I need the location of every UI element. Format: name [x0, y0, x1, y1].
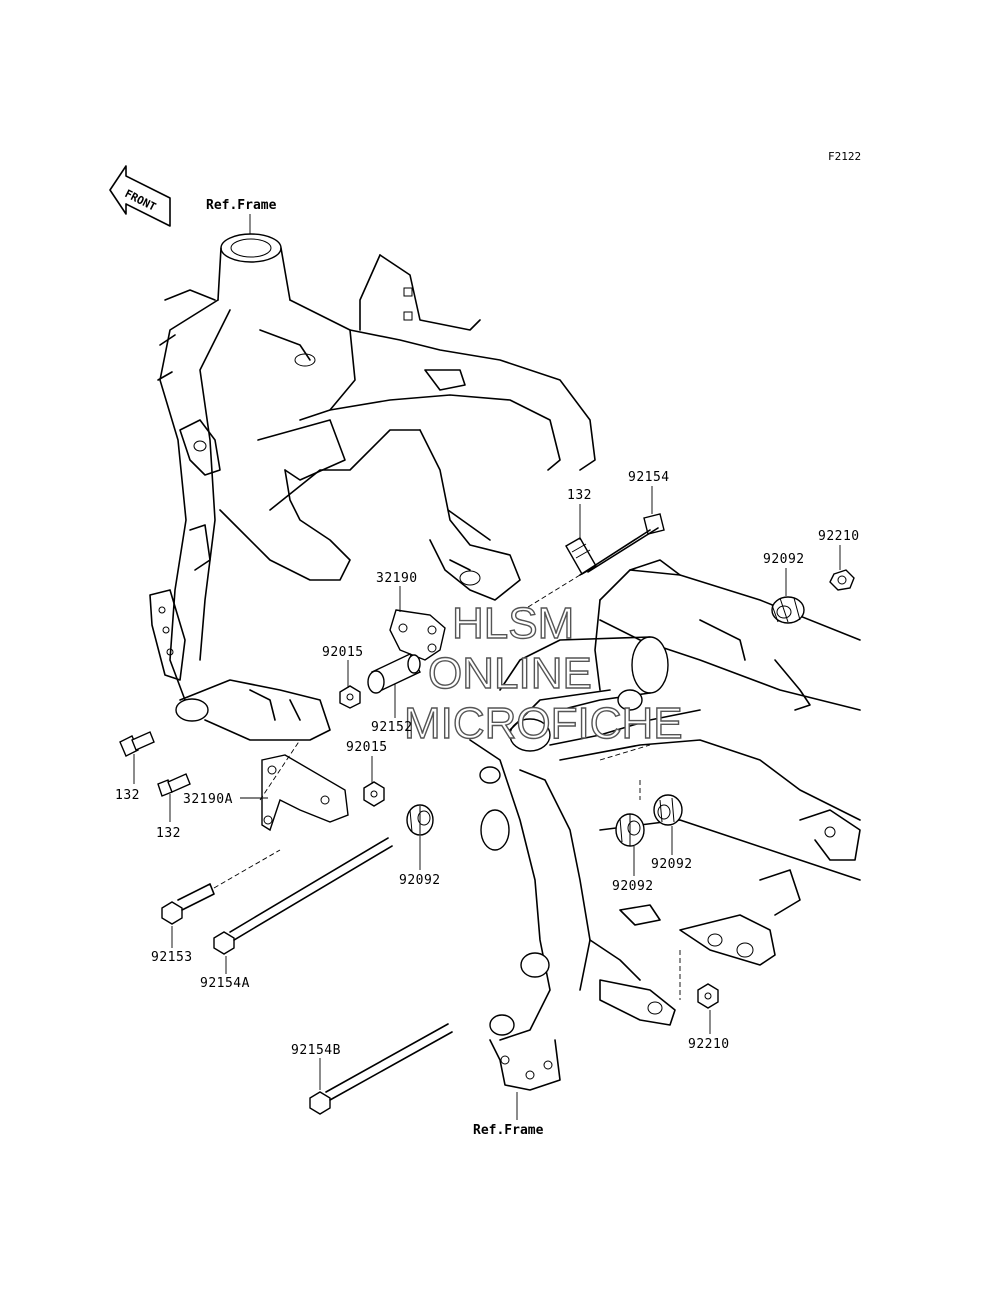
- ref-frame-top-label: Ref.Frame: [206, 198, 277, 213]
- part-label-32190: 32190: [376, 571, 418, 586]
- collar-92152: [367, 653, 421, 694]
- part-label-92154-top: 92154: [628, 470, 670, 485]
- watermark: HLSM ONLINE MICROFICHE: [403, 598, 683, 748]
- parts-drawing: [119, 513, 855, 1115]
- part-label-92015-b: 92015: [346, 740, 388, 755]
- nut-92015-b: [363, 781, 385, 807]
- bolt-92153: [161, 849, 281, 925]
- part-label-92092-mid: 92092: [399, 873, 441, 888]
- part-label-92210-bottom: 92210: [688, 1037, 730, 1052]
- part-label-92092-right-b: 92092: [651, 857, 693, 872]
- spacer-92092-mid: [406, 804, 434, 836]
- bolt-92154A: [213, 837, 393, 955]
- part-label-92154A: 92154A: [200, 976, 250, 991]
- spacer-92092-right-a: [615, 813, 645, 847]
- labels: Ref.Frame Ref.Frame 92154 132 92210 9209…: [115, 198, 860, 1138]
- bolt-132-left-a: [119, 731, 155, 757]
- nut-92210-bottom: [697, 983, 719, 1009]
- bolt-92154-top: [519, 513, 665, 613]
- ref-frame-bottom-label: Ref.Frame: [473, 1123, 544, 1138]
- part-label-132-top: 132: [567, 488, 592, 503]
- part-label-92154B: 92154B: [291, 1043, 341, 1058]
- bolt-92154B: [309, 1023, 453, 1115]
- bracket-32190: [389, 609, 446, 661]
- watermark-line-3: MICROFICHE: [404, 699, 683, 748]
- spacer-92092-top: [771, 596, 805, 624]
- spacer-92092-right-b: [653, 794, 683, 826]
- front-label: FRONT: [123, 187, 159, 214]
- watermark-line-2: ONLINE: [428, 649, 592, 698]
- part-label-92015-a: 92015: [322, 645, 364, 660]
- figure-code: F2122: [828, 150, 861, 163]
- part-label-92092-right-a: 92092: [612, 879, 654, 894]
- bolt-132-top: [565, 537, 597, 575]
- bracket-32190A: [261, 754, 349, 832]
- watermark-line-1: HLSM: [452, 599, 574, 648]
- part-label-92153: 92153: [151, 950, 193, 965]
- part-label-92092-top: 92092: [763, 552, 805, 567]
- part-label-32190A: 32190A: [183, 792, 233, 807]
- part-label-92210-top: 92210: [818, 529, 860, 544]
- part-label-132-left-a: 132: [115, 788, 140, 803]
- nut-92210-top: [829, 569, 855, 591]
- bolt-132-left-b: [157, 773, 191, 797]
- part-label-92152: 92152: [371, 720, 413, 735]
- nut-92015-a: [339, 685, 361, 709]
- part-label-132-left-b: 132: [156, 826, 181, 841]
- leader-lines: [133, 214, 841, 1120]
- front-arrow-icon: FRONT: [109, 165, 171, 227]
